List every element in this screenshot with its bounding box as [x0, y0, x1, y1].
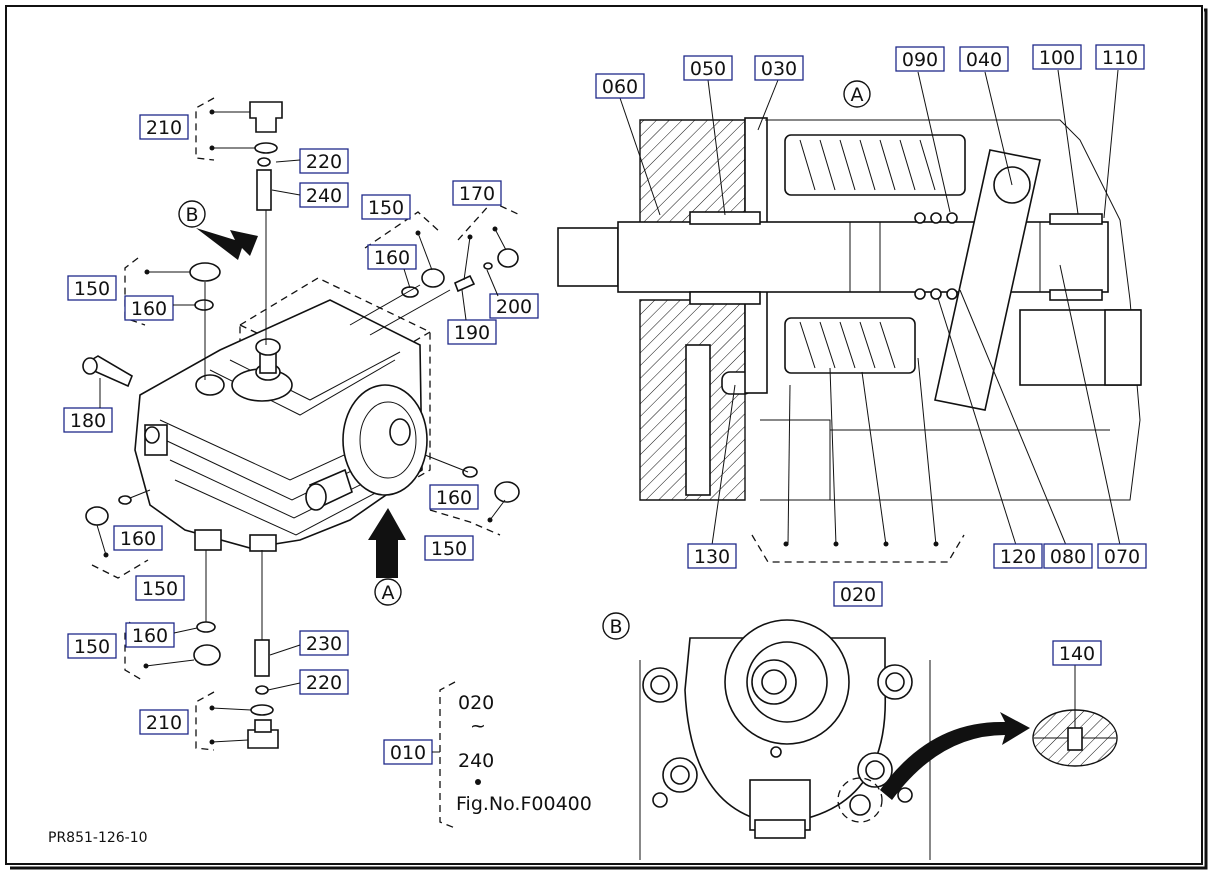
svg-text:030: 030 [761, 58, 797, 80]
svg-text:150: 150 [368, 197, 404, 219]
svg-text:220: 220 [306, 151, 342, 173]
callout-120: 120 [993, 543, 1043, 569]
left-leader-dots [96, 109, 507, 745]
svg-text:160: 160 [436, 487, 472, 509]
svg-text:190: 190 [454, 322, 490, 344]
svg-text:080: 080 [1050, 546, 1086, 568]
page-border [5, 5, 1203, 865]
svg-text:050: 050 [690, 58, 726, 80]
exploded-parts [82, 101, 520, 749]
svg-text:240: 240 [306, 185, 342, 207]
svg-text:150: 150 [431, 538, 467, 560]
bracket-020 [751, 534, 965, 563]
svg-text:200: 200 [496, 296, 532, 318]
svg-text:140: 140 [1059, 643, 1095, 665]
callout-210-top: 210 [139, 114, 189, 140]
svg-text:210: 210 [146, 117, 182, 139]
svg-text:~: ~ [470, 715, 486, 737]
callout-150-left: 150 [67, 275, 117, 301]
callout-020: 020 [833, 581, 883, 607]
svg-text:180: 180 [70, 410, 106, 432]
svg-text:170: 170 [459, 183, 495, 205]
section-view-a [557, 117, 1142, 501]
svg-text:B: B [609, 616, 622, 638]
callout-160-bottom: 160 [125, 622, 175, 648]
svg-text:150: 150 [74, 636, 110, 658]
svg-text:A: A [382, 582, 395, 604]
svg-text:160: 160 [120, 528, 156, 550]
view-marker-b-detail: B [602, 612, 630, 640]
callout-010: 010 [383, 739, 433, 765]
svg-text:020: 020 [458, 692, 494, 714]
page-shadow [10, 8, 1208, 870]
callout-050: 050 [683, 55, 733, 81]
callout-040: 040 [959, 46, 1009, 72]
view-arrows [196, 228, 406, 578]
callout-090: 090 [895, 46, 945, 72]
callout-160-lower-left: 160 [113, 525, 163, 551]
callout-060: 060 [595, 73, 645, 99]
callout-240: 240 [299, 182, 349, 208]
svg-text:090: 090 [902, 49, 938, 71]
svg-text:150: 150 [74, 278, 110, 300]
view-marker-a-section: A [843, 80, 871, 108]
svg-text:160: 160 [131, 298, 167, 320]
view-b-drawing [639, 619, 1118, 860]
svg-text:Fig.No.F00400: Fig.No.F00400 [456, 793, 592, 815]
svg-text:110: 110 [1102, 47, 1138, 69]
callout-110: 110 [1095, 44, 1145, 70]
callout-180: 180 [63, 407, 113, 433]
callout-130: 130 [687, 543, 737, 569]
svg-text:020: 020 [840, 584, 876, 606]
callout-200: 200 [489, 293, 539, 319]
callout-150-lower-left: 150 [135, 575, 185, 601]
callout-230: 230 [299, 630, 349, 656]
callout-220-bottom: 220 [299, 669, 349, 695]
callout-220-top: 220 [299, 148, 349, 174]
parts-range-legend: 010 020 ~ 240 Fig.No.F00400 [383, 692, 592, 815]
svg-text:100: 100 [1039, 47, 1075, 69]
callout-140: 140 [1052, 640, 1102, 666]
view-marker-b-top: B [178, 200, 206, 228]
svg-text:220: 220 [306, 672, 342, 694]
svg-text:240: 240 [458, 750, 494, 772]
svg-text:B: B [185, 204, 198, 226]
svg-text:070: 070 [1104, 546, 1140, 568]
callout-190: 190 [447, 319, 497, 345]
callout-100: 100 [1032, 44, 1082, 70]
svg-text:060: 060 [602, 76, 638, 98]
callout-030: 030 [754, 55, 804, 81]
callout-070: 070 [1097, 543, 1147, 569]
callout-150-bottom: 150 [67, 633, 117, 659]
section-leaders [619, 69, 1121, 547]
svg-text:040: 040 [966, 49, 1002, 71]
svg-text:120: 120 [1000, 546, 1036, 568]
callout-080: 080 [1043, 543, 1093, 569]
callout-210-bottom: 210 [139, 709, 189, 735]
svg-text:130: 130 [694, 546, 730, 568]
svg-text:160: 160 [374, 247, 410, 269]
callout-160-right: 160 [429, 484, 479, 510]
svg-text:A: A [851, 84, 864, 106]
callout-150-right: 150 [424, 535, 474, 561]
svg-text:210: 210 [146, 712, 182, 734]
svg-text:150: 150 [142, 578, 178, 600]
svg-text:230: 230 [306, 633, 342, 655]
group-brackets [91, 97, 521, 829]
arrow-a-icon [368, 508, 406, 578]
pump-body-drawing [134, 277, 431, 552]
svg-text:010: 010 [390, 742, 426, 764]
svg-text:160: 160 [132, 625, 168, 647]
callout-150-upper: 150 [361, 194, 411, 220]
figure-code: PR851-126-10 [48, 830, 148, 846]
arrow-b-icon [196, 228, 258, 260]
callout-170: 170 [452, 180, 502, 206]
view-marker-a-left: A [374, 578, 402, 606]
callout-160-left: 160 [124, 295, 174, 321]
callout-160-upper: 160 [367, 244, 417, 270]
